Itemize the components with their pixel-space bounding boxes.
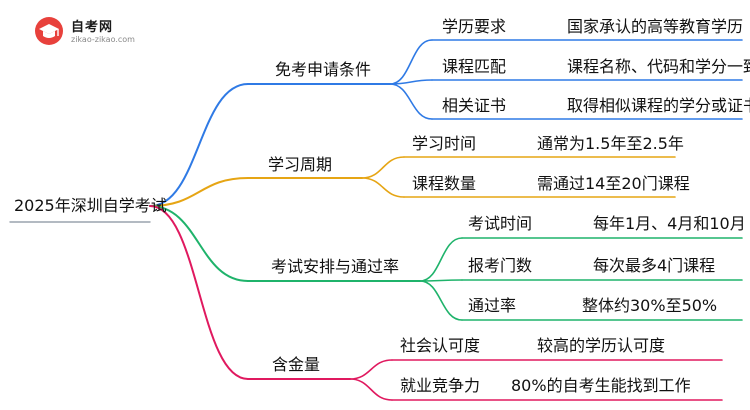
branch-label-exam-schedule: 考试安排与通过率	[271, 257, 400, 276]
leaf-value: 通常为1.5年至2.5年	[537, 134, 684, 153]
leaf-key: 相关证书	[442, 96, 507, 115]
branch-label-study-period: 学习周期	[268, 155, 333, 174]
leaf-value: 国家承认的高等教育学历	[567, 17, 744, 36]
leaf-value: 整体约30%至50%	[582, 296, 718, 315]
leaf-key: 社会认可度	[400, 336, 481, 355]
leaf-connector	[361, 156, 405, 179]
site-logo[interactable]: 自考网 zikao-zikao.com	[34, 14, 144, 50]
leaf-value: 取得相似课程的学分或证书	[567, 96, 750, 115]
leaf-connector	[389, 39, 433, 85]
leaf-key: 课程匹配	[442, 57, 507, 76]
branch-connector	[149, 205, 249, 380]
leaf-connector	[419, 237, 463, 282]
branch-connector	[149, 205, 249, 282]
leaf-connector	[361, 177, 405, 198]
root-topic: 2025年深圳自学考试	[14, 196, 167, 215]
leaf-connector	[349, 359, 393, 380]
leaf-value: 每次最多4门课程	[593, 256, 716, 275]
leaf-key: 就业竞争力	[400, 376, 481, 395]
leaf-value: 需通过14至20门课程	[537, 174, 690, 193]
branch-label-value: 含金量	[272, 355, 321, 374]
leaf-connector	[419, 280, 463, 321]
graduation-cap-icon	[35, 17, 63, 45]
branch-label-exemption: 免考申请条件	[275, 60, 372, 79]
leaf-value: 课程名称、代码和学分一致	[567, 57, 750, 76]
leaf-key: 学历要求	[442, 17, 507, 36]
leaf-key: 报考门数	[468, 256, 533, 275]
leaf-key: 学习时间	[412, 134, 477, 153]
leaf-key: 通过率	[468, 296, 517, 315]
leaf-key: 考试时间	[468, 214, 533, 233]
branch-connector	[149, 177, 249, 207]
logo-url: zikao-zikao.com	[71, 35, 135, 44]
leaf-value: 每年1月、4月和10月	[593, 214, 746, 233]
logo-name: 自考网	[71, 20, 114, 35]
leaf-connector	[389, 83, 433, 120]
leaf-key: 课程数量	[412, 174, 477, 193]
leaf-value: 80%的自考生能找到工作	[511, 376, 691, 395]
leaf-connector	[349, 378, 393, 401]
leaf-value: 较高的学历认可度	[537, 336, 666, 355]
branch-connector	[149, 83, 249, 207]
